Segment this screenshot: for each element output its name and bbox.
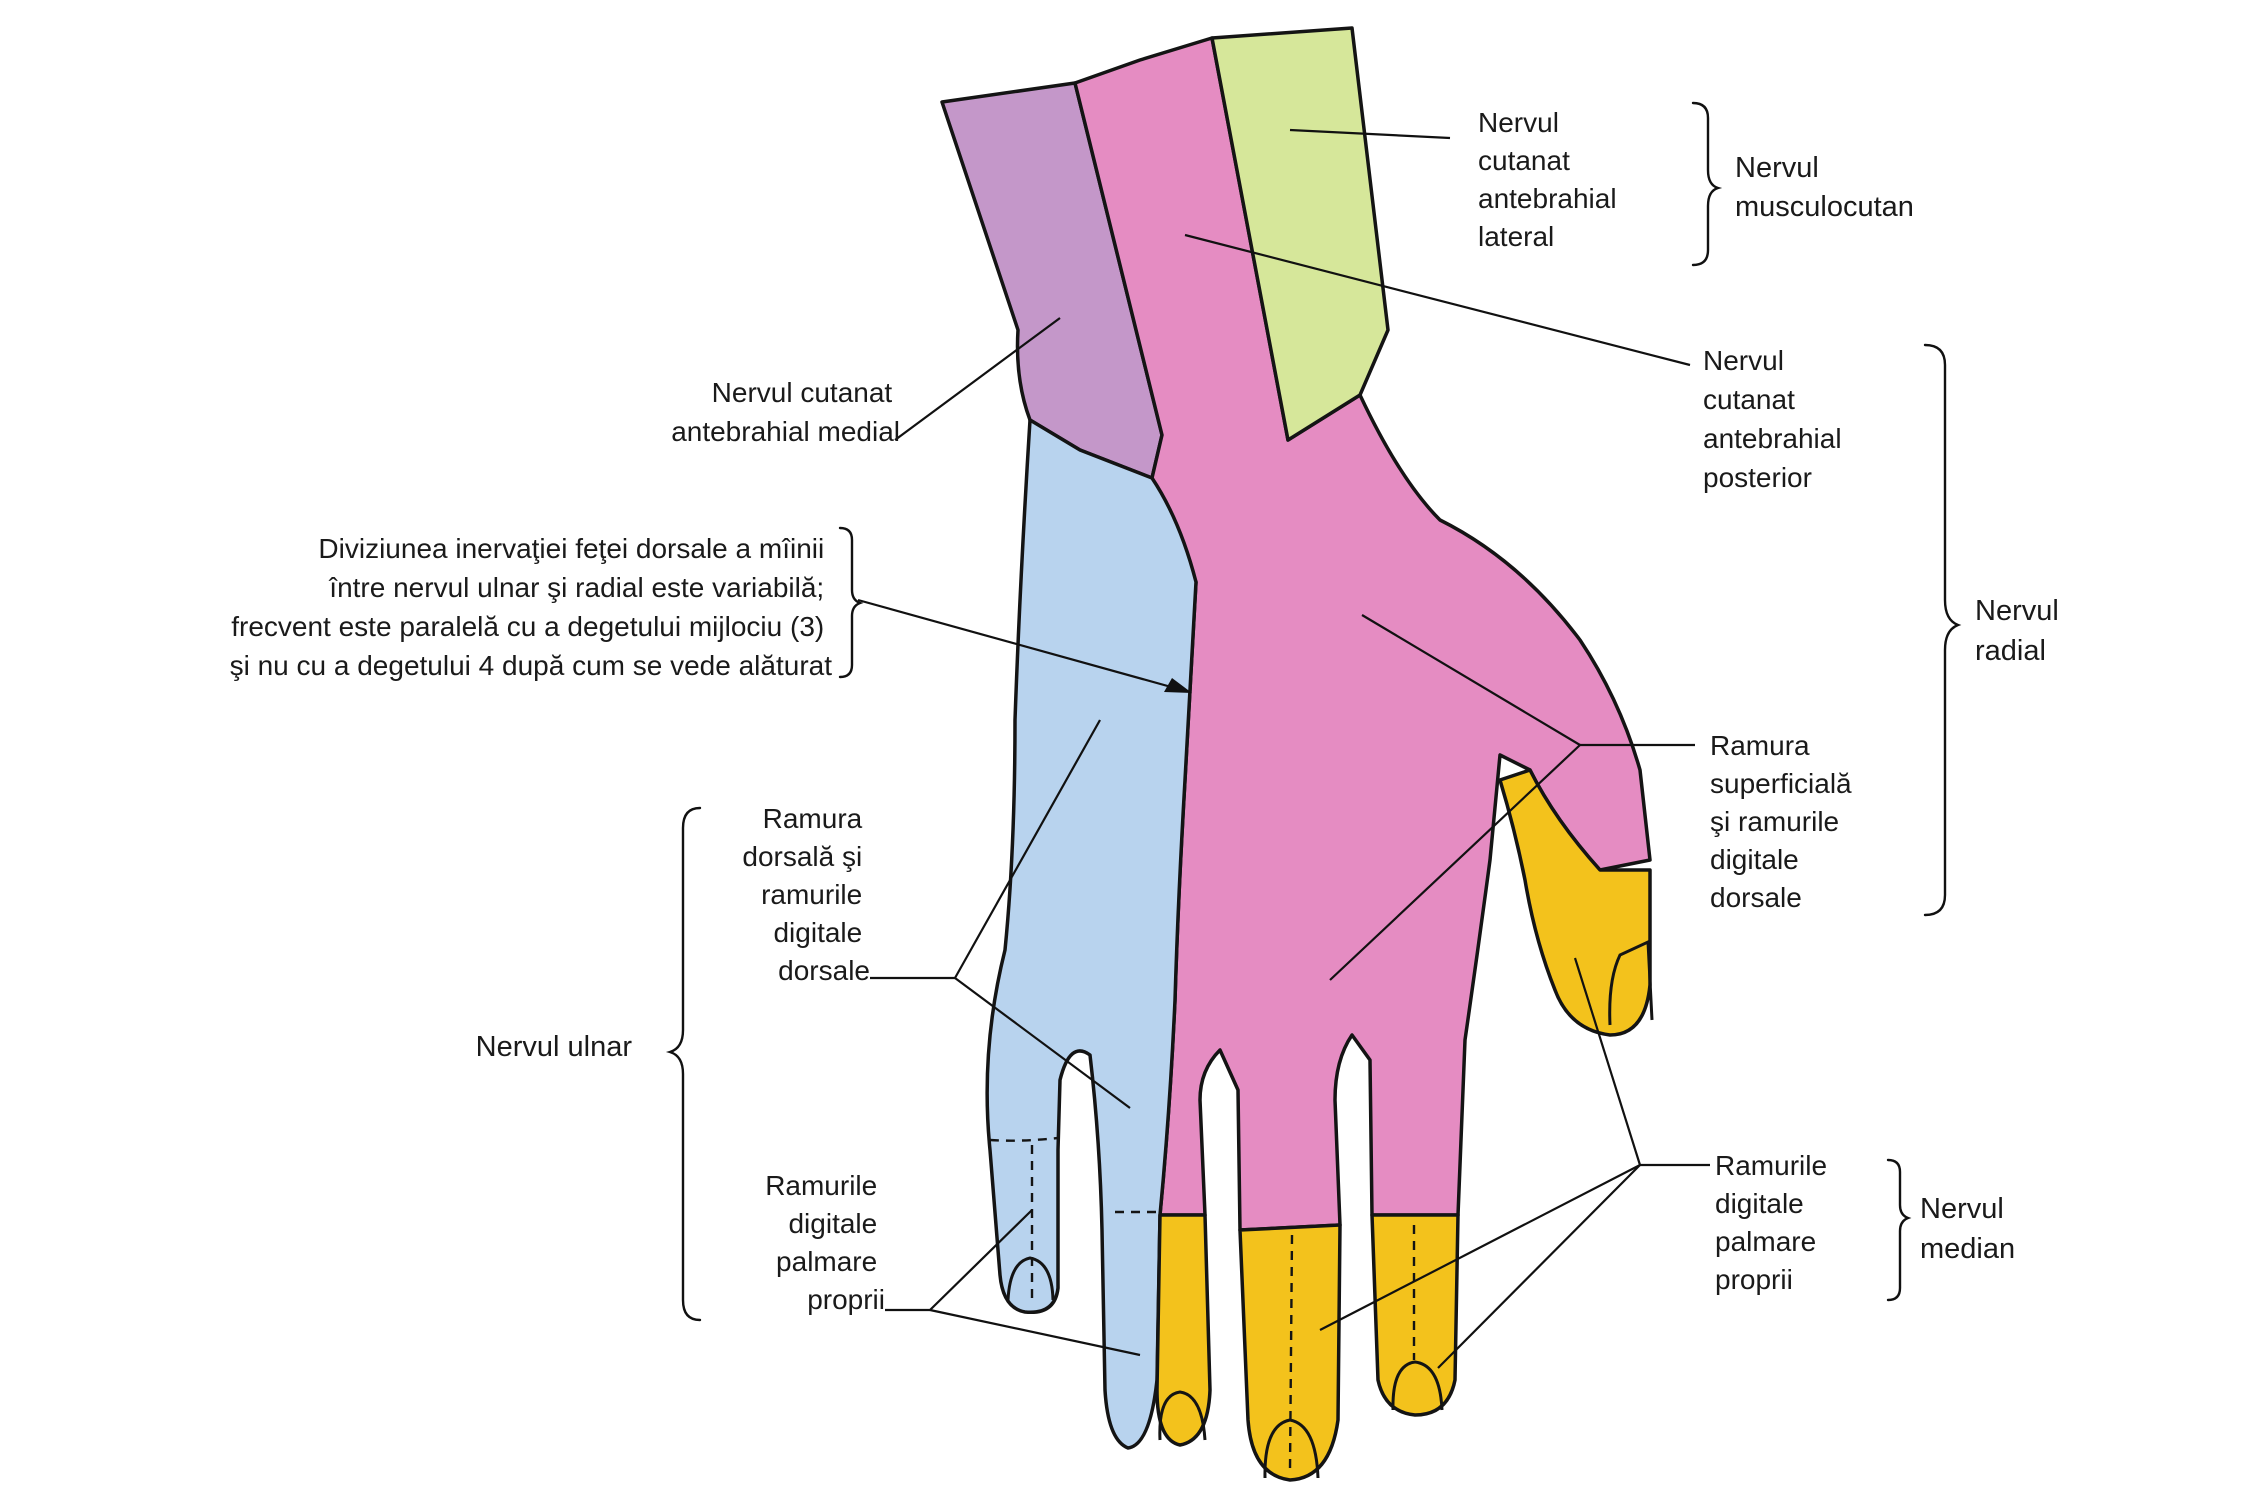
brace-radial xyxy=(1923,343,1962,917)
nail-little xyxy=(1006,1256,1055,1301)
nail-index xyxy=(1391,1360,1444,1411)
nail-thumb xyxy=(1608,939,1654,1026)
leader-posterior xyxy=(1184,233,1691,367)
leader-median-c xyxy=(1319,1164,1641,1331)
arrowhead-diviziunea xyxy=(1164,678,1192,693)
label-ramurile-median: Ramurile digitale palmare proprii xyxy=(1715,1150,1835,1295)
brace-diviziunea xyxy=(838,526,864,679)
label-diviziunea: Diviziunea inervaţiei feţei dorsale a mî… xyxy=(230,533,833,681)
label-nervul-ulnar: Nervul ulnar xyxy=(476,1031,633,1063)
leader-diviziunea xyxy=(857,598,1183,692)
brace-musculocutan xyxy=(1691,101,1723,267)
leader-superficial-a xyxy=(1361,614,1581,746)
region-ulnar xyxy=(985,418,1198,1450)
region-median-index xyxy=(1370,1213,1460,1417)
leader-dorsal-b xyxy=(954,719,1101,979)
leader-median-d xyxy=(1437,1164,1641,1369)
label-nervul-median: Nervul median xyxy=(1920,1193,2015,1265)
region-median-thumb xyxy=(1498,768,1652,1037)
label-nervul-radial: Nervul radial xyxy=(1975,595,2067,667)
dashed-line-middle xyxy=(1288,1234,1294,1471)
region-musculocutaneous xyxy=(1210,26,1390,442)
region-median-ring-tip xyxy=(1155,1213,1212,1447)
brace-ulnar xyxy=(665,806,702,1322)
brace-median xyxy=(1886,1158,1912,1302)
dashed-boundary-little xyxy=(989,1136,1059,1142)
label-cutanat-posterior: Nervul cutanat antebrahial posterior xyxy=(1703,345,1849,493)
label-cutanat-medial: Nervul cutanat antebrahial medial xyxy=(671,377,900,447)
label-ramura-superficiala: Ramura superficială şi ramurile digitale… xyxy=(1710,730,1859,913)
leader-superficial-b xyxy=(1329,744,1581,981)
leader-median-b xyxy=(1573,957,1642,1166)
leader-lateral xyxy=(1289,128,1451,140)
leader-medial xyxy=(894,317,1061,441)
label-cutanat-lateral: Nervul cutanat antebrahial lateral xyxy=(1478,107,1624,252)
label-ramurile-ulnar: Ramurile digitale palmare proprii xyxy=(765,1170,885,1315)
leader-dorsal-c xyxy=(954,977,1131,1109)
label-ramura-dorsala: Ramura dorsală şi ramurile digitale dors… xyxy=(742,803,870,986)
nail-ring xyxy=(1158,1390,1207,1441)
leader-ulnar-palmar-b xyxy=(929,1209,1033,1311)
leader-ulnar-palmar-c xyxy=(929,1308,1141,1357)
label-musculocutan: Nervul musculocutan xyxy=(1735,152,1914,223)
nail-middle xyxy=(1263,1418,1320,1479)
